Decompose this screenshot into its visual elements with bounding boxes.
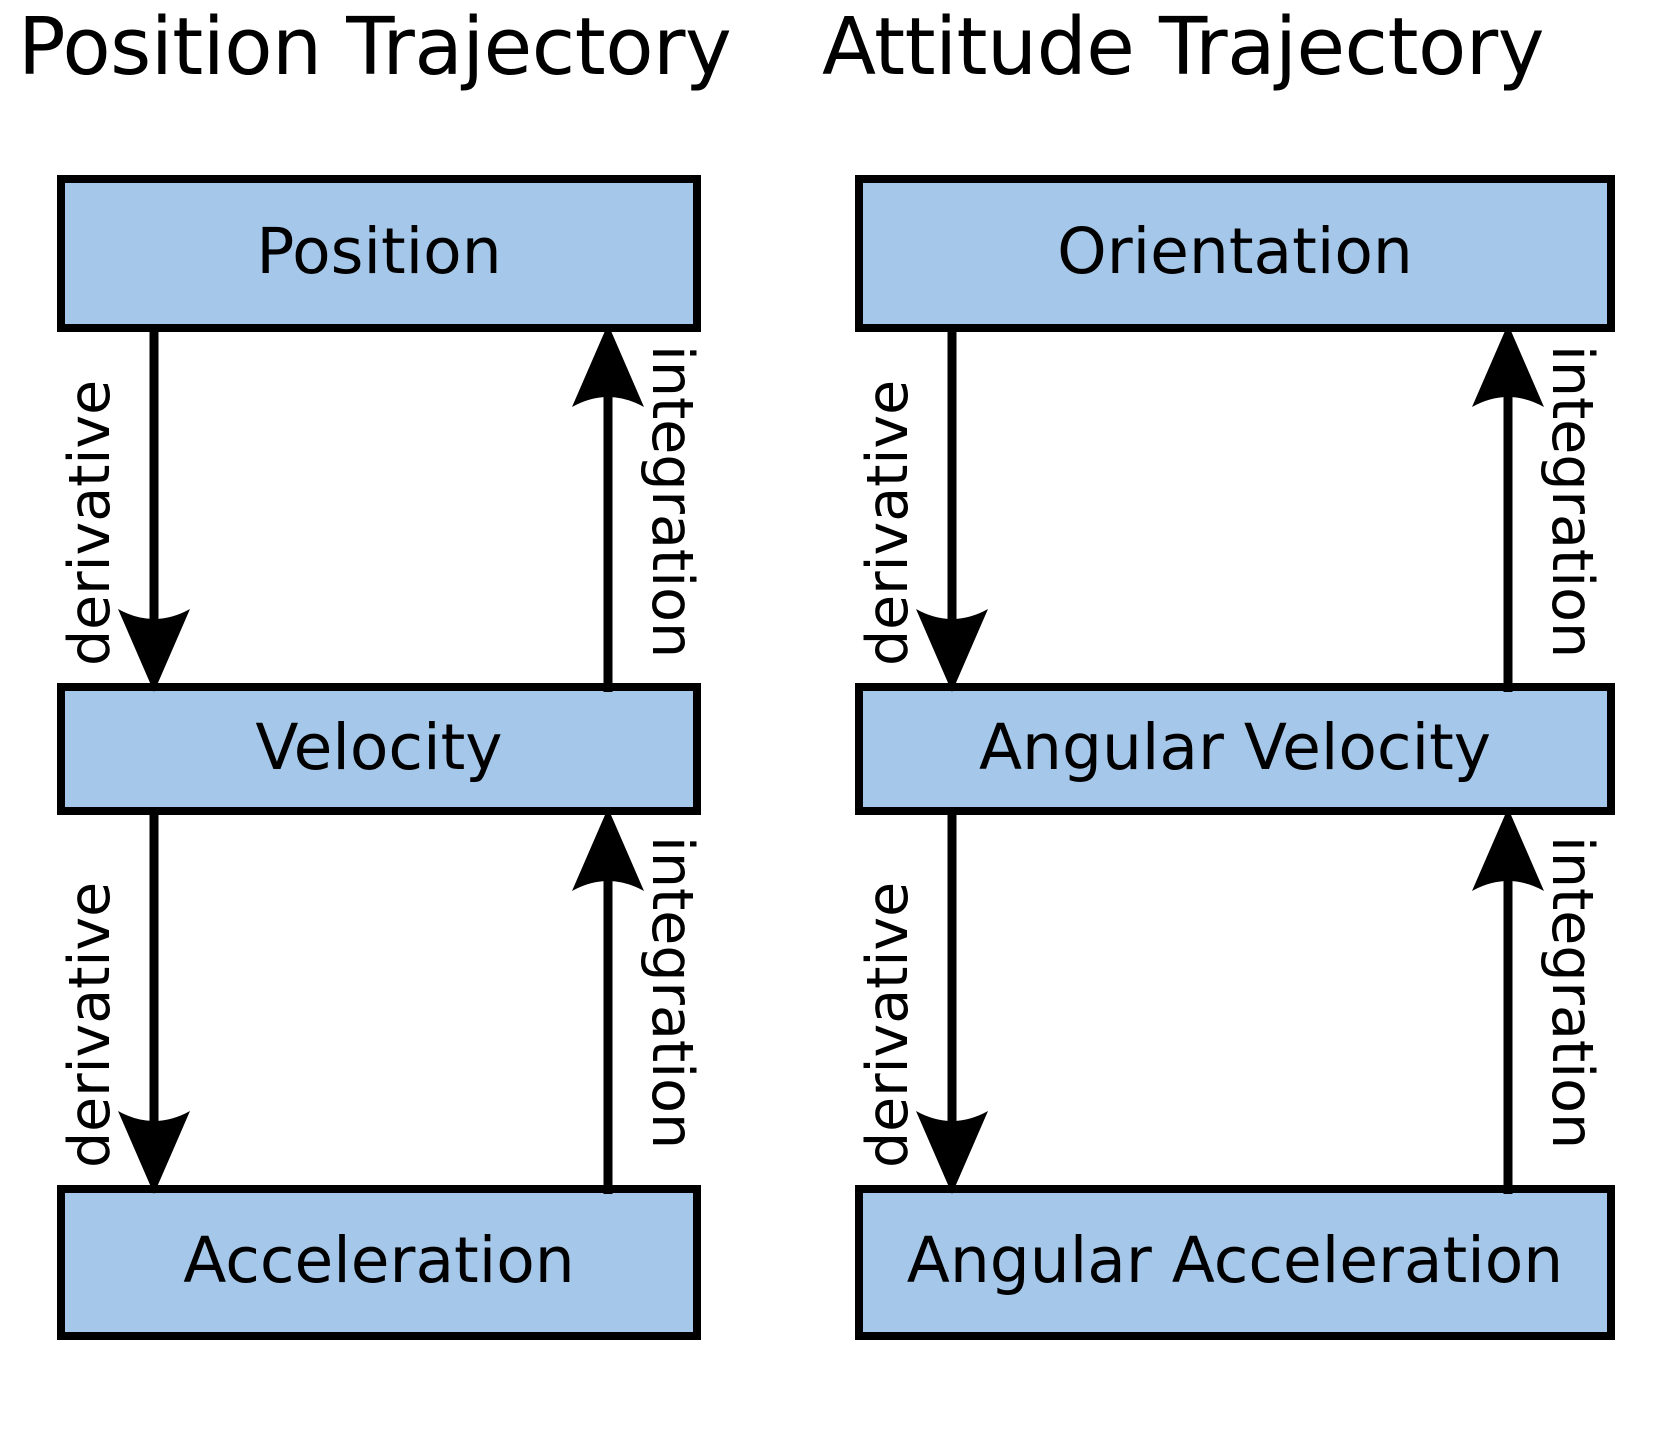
panel-attitude-trajectory: Attitude Trajectory Orientation Angular … xyxy=(800,0,1670,1440)
edge-label-derivative-position-velocity: derivative xyxy=(57,379,123,666)
node-angular-velocity: Angular Velocity xyxy=(855,683,1615,815)
edge-label-derivative-velocity-acceleration: derivative xyxy=(57,881,123,1168)
edge-label-integration-acceleration-velocity: integration xyxy=(639,836,705,1150)
node-label-position: Position xyxy=(256,215,502,288)
node-position: Position xyxy=(57,175,701,332)
node-angular-acceleration: Angular Acceleration xyxy=(855,1185,1615,1340)
panel-position-trajectory: Position Trajectory Position Velocity Ac… xyxy=(0,0,800,1440)
panel-title-attitude-trajectory: Attitude Trajectory xyxy=(822,1,1545,93)
node-velocity: Velocity xyxy=(57,683,701,815)
node-orientation: Orientation xyxy=(855,175,1615,332)
edge-label-derivative-angular-velocity-angular-acceleration: derivative xyxy=(855,881,921,1168)
edge-label-integration-angular-velocity-orientation: integration xyxy=(1539,345,1605,659)
node-label-angular-acceleration: Angular Acceleration xyxy=(906,1224,1564,1297)
node-label-velocity: Velocity xyxy=(255,710,503,784)
panel-title-position-trajectory: Position Trajectory xyxy=(18,1,732,93)
node-acceleration: Acceleration xyxy=(57,1185,701,1340)
node-label-angular-velocity: Angular Velocity xyxy=(978,710,1492,784)
edge-label-integration-velocity-position: integration xyxy=(639,345,705,659)
node-label-acceleration: Acceleration xyxy=(183,1224,575,1297)
node-label-orientation: Orientation xyxy=(1057,215,1413,288)
edge-label-integration-angular-acceleration-angular-velocity: integration xyxy=(1539,836,1605,1150)
edge-label-derivative-orientation-angular-velocity: derivative xyxy=(855,379,921,666)
